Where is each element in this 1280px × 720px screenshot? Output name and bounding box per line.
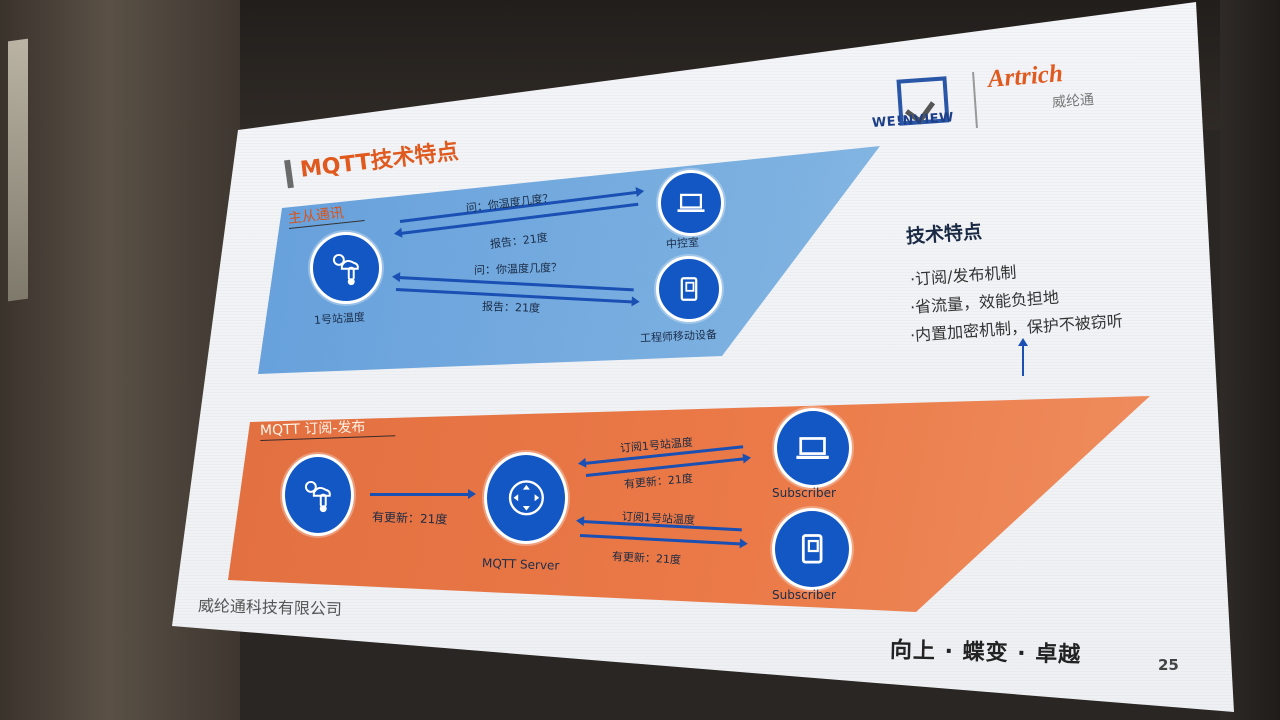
artrich-logo-text: Artrich <box>986 60 1064 93</box>
page-number: 25 <box>1158 656 1179 674</box>
slogan: 向上 · 蝶变 · 卓越 <box>889 638 1082 669</box>
right-wall <box>1220 0 1280 720</box>
control-room-node <box>658 170 724 236</box>
weather-thermometer-icon <box>333 254 360 286</box>
mobile-device-node <box>656 256 722 322</box>
station-temperature-node <box>310 232 382 304</box>
artrich-logo-cn: 威纶通 <box>1051 92 1095 111</box>
laptop-icon <box>796 436 830 459</box>
slide-title: MQTT技术特点 <box>298 139 460 183</box>
query-text-2: 问：你温度几度？ <box>473 260 563 277</box>
subscriber-1-label: Subscriber <box>772 486 836 500</box>
weinview-logo-text: WE!NVIEW <box>871 110 955 131</box>
update-text-main: 有更新：21度 <box>371 510 448 527</box>
feature-item-1: ·订阅/发布机制 <box>909 262 1017 289</box>
mobile-device-icon <box>801 534 823 564</box>
mqtt-server-label: MQTT Server <box>481 556 560 573</box>
router-icon <box>508 480 544 516</box>
mobile-device-icon <box>680 277 698 301</box>
wall-light-strip <box>8 38 28 302</box>
mqtt-server-node <box>484 452 568 544</box>
report-text-2: 报告：21度 <box>481 300 541 316</box>
pubsub-station-node <box>282 454 354 536</box>
subscriber-1-node <box>774 408 852 488</box>
laptop-icon <box>677 193 705 212</box>
features-title: 技术特点 <box>905 220 983 248</box>
subscriber-2-label: Subscriber <box>772 588 836 602</box>
subscriber-2-node <box>772 508 852 590</box>
title-accent-bar <box>284 159 294 189</box>
weather-thermometer-icon <box>305 481 332 513</box>
feature-up-arrow <box>1018 338 1028 376</box>
company-name: 威纶通科技有限公司 <box>197 596 343 619</box>
control-room-label: 中控室 <box>665 235 700 251</box>
update-arrow-main <box>370 489 476 499</box>
logo-divider <box>972 71 978 129</box>
